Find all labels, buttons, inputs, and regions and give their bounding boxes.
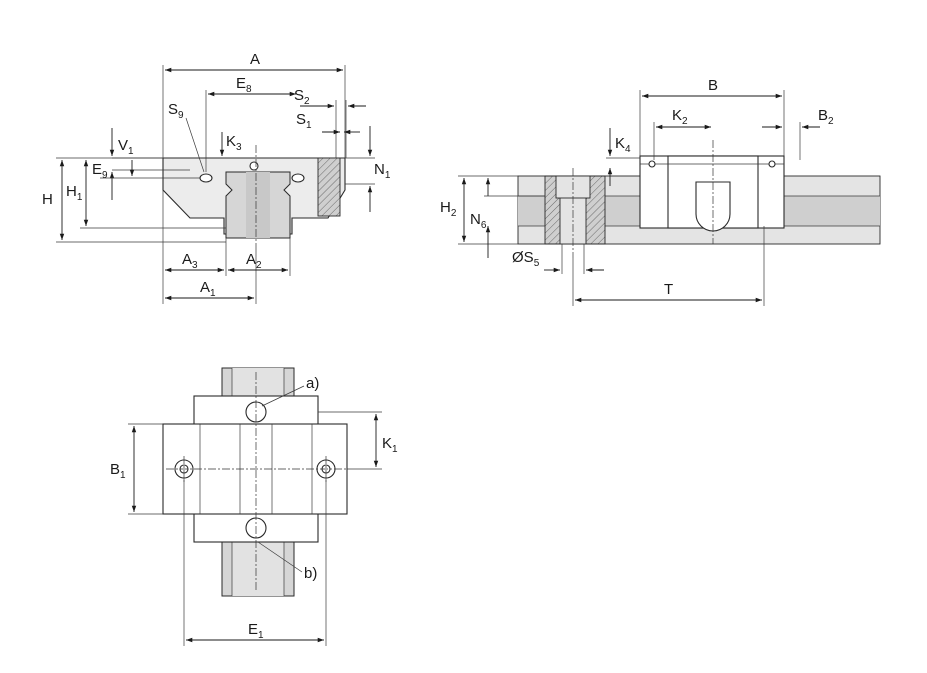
label-S9: S9 <box>168 101 184 121</box>
label-N1: N1 <box>374 161 391 181</box>
leader-b <box>257 541 303 573</box>
label-K2: K2 <box>672 107 688 127</box>
label-A3: A3 <box>182 251 198 271</box>
label-B: B <box>708 77 718 94</box>
leader-a <box>261 385 305 407</box>
label-A: A <box>250 51 260 68</box>
label-S2: S2 <box>294 87 310 107</box>
lube-port-left <box>648 160 656 168</box>
label-A1: A1 <box>200 279 216 299</box>
label-S1: S1 <box>296 111 312 131</box>
label-E8: E8 <box>236 75 252 95</box>
label-K3: K3 <box>226 133 242 153</box>
label-E1: E1 <box>248 621 264 641</box>
label-N6: N6 <box>470 211 487 231</box>
label-T: T <box>664 281 673 298</box>
lube-nipple <box>249 161 259 171</box>
label-B1: B1 <box>110 461 126 481</box>
top-view: a) b) B1 K1 E1 <box>110 367 398 646</box>
label-A2: A2 <box>246 251 262 271</box>
lube-port-right <box>768 160 776 168</box>
label-a: a) <box>306 375 319 392</box>
label-E9: E9 <box>92 161 108 181</box>
bolt-hole-left <box>199 173 213 183</box>
label-K4: K4 <box>615 135 631 155</box>
front-view: A E8 S2 S1 S9 K3 V1 E9 N1 <box>42 51 391 304</box>
bolt-hole-right <box>291 173 305 183</box>
leader-S9 <box>185 117 205 173</box>
label-V1: V1 <box>118 137 134 157</box>
side-view: B K2 B2 K4 H2 N6 ØS5 T <box>440 77 881 306</box>
label-H2: H2 <box>440 199 457 219</box>
label-S5: ØS5 <box>512 249 540 269</box>
label-B2: B2 <box>818 107 834 127</box>
label-H: H <box>42 191 53 208</box>
rail-core <box>246 172 270 238</box>
label-b: b) <box>304 565 317 582</box>
label-H1: H1 <box>66 183 83 203</box>
label-K1: K1 <box>382 435 398 455</box>
end-seal-hatched <box>317 157 341 217</box>
